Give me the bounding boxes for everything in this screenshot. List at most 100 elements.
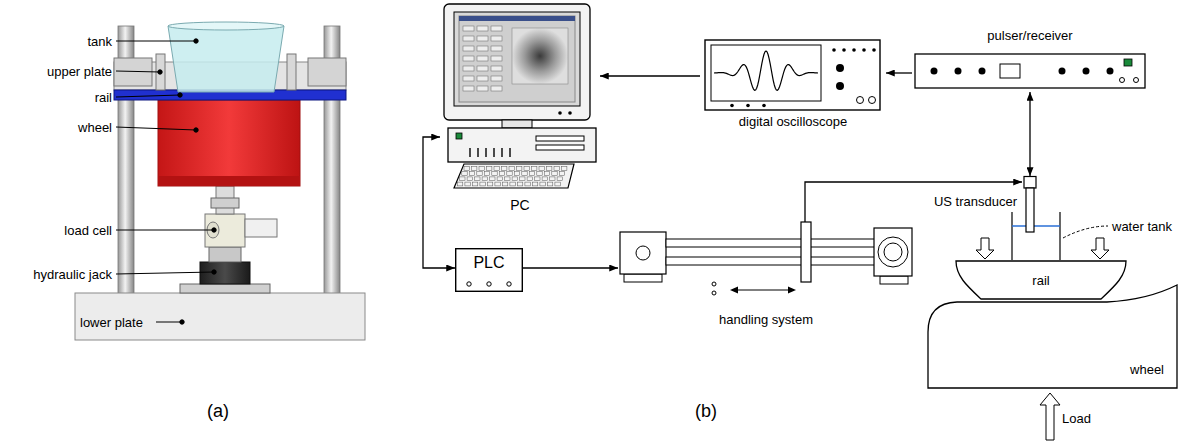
- leader-line: [116, 127, 196, 130]
- key: [540, 182, 545, 186]
- key: [502, 167, 507, 171]
- key: [495, 182, 500, 186]
- text-holder: PLC: [455, 253, 523, 272]
- case-vent: [493, 148, 494, 157]
- stepper-motor: [874, 228, 912, 276]
- display: [1000, 64, 1020, 78]
- panel-dot: [852, 48, 856, 52]
- monitor: [444, 4, 590, 120]
- connector: [1134, 78, 1139, 83]
- label-holder: (a): [207, 401, 229, 423]
- signal-connector: [886, 72, 912, 73]
- key: [512, 177, 517, 181]
- node-drawing: [956, 261, 1126, 299]
- leader-line: [116, 95, 180, 97]
- motor-face: [878, 237, 908, 267]
- monitor-stand: [502, 120, 532, 128]
- label-holder: rail: [95, 88, 112, 106]
- device-label: digital oscilloscope: [739, 114, 847, 129]
- panel-label: (a): [207, 401, 229, 421]
- waveform: [714, 51, 818, 90]
- case-vent: [485, 148, 486, 157]
- panel-dot: [746, 104, 750, 108]
- jack-ram: [209, 247, 241, 262]
- key: [482, 177, 487, 181]
- panel-dot: [730, 104, 734, 108]
- plc-indicator: [487, 282, 491, 286]
- label-holder: lower plate: [80, 313, 143, 331]
- key: [479, 167, 484, 171]
- leader-dot: [212, 228, 216, 232]
- label-holder: load cell: [64, 221, 112, 239]
- key: [550, 177, 555, 181]
- text-holder: handling system: [618, 310, 914, 328]
- label-holder: tank: [87, 32, 112, 50]
- load-label: Load: [1062, 411, 1091, 426]
- key: [527, 177, 532, 181]
- title-bar: [459, 16, 575, 21]
- ui-button: [477, 36, 488, 41]
- drive-slot: [536, 136, 584, 141]
- load-arrow: [1040, 393, 1060, 440]
- ui-button: [477, 56, 488, 61]
- knob: [931, 68, 938, 75]
- device-label: PLC: [473, 254, 504, 271]
- key: [472, 182, 477, 186]
- key: [492, 172, 497, 176]
- case-vent: [477, 148, 478, 157]
- key: [532, 167, 537, 171]
- guide-rail: [666, 257, 876, 265]
- leader-dot: [212, 270, 216, 274]
- water-level: [1012, 225, 1060, 227]
- ui-button: [491, 76, 502, 81]
- computer: PC: [440, 2, 600, 216]
- node-drawing: [705, 40, 880, 110]
- ui-button: [491, 46, 502, 51]
- node-drawing: [620, 222, 912, 295]
- plc-box: PLC: [455, 248, 523, 292]
- key: [555, 182, 560, 186]
- key: [480, 182, 485, 186]
- key: [465, 182, 470, 186]
- key: [547, 182, 552, 186]
- key: [517, 167, 522, 171]
- test-rig: [75, 22, 365, 340]
- case-vent: [509, 148, 510, 157]
- rail-profile: rail: [955, 260, 1127, 300]
- leader-line: [1063, 226, 1108, 238]
- scan-image: [512, 28, 568, 84]
- key: [557, 177, 562, 181]
- rail-outline: [956, 261, 1126, 299]
- leader-line: [116, 71, 160, 72]
- text-holder: digital oscilloscope: [700, 112, 886, 130]
- node-drawing: [444, 4, 596, 188]
- support-foot: [880, 276, 908, 284]
- key: [507, 172, 512, 176]
- key: [457, 182, 462, 186]
- handling-system: handling system: [618, 222, 914, 332]
- leader-dot: [194, 128, 198, 132]
- nut: [211, 198, 239, 208]
- key: [552, 172, 557, 176]
- tank: [168, 26, 284, 92]
- key: [487, 167, 492, 171]
- leader-dot: [178, 93, 182, 97]
- leader-line: [116, 41, 196, 42]
- leader-dot: [180, 320, 184, 324]
- label-holder: Load: [1062, 409, 1091, 427]
- ui-button: [477, 46, 488, 51]
- plc-indicator: [467, 282, 471, 286]
- key: [502, 182, 507, 186]
- knob: [836, 64, 844, 72]
- key: [535, 177, 540, 181]
- knob: [955, 68, 962, 75]
- monitor-button: [568, 111, 572, 115]
- node-drawing: [456, 249, 523, 292]
- ui-button: [463, 86, 474, 91]
- label-holder: upper plate: [47, 62, 112, 80]
- panel-dot: [842, 48, 846, 52]
- panel-dot: [862, 48, 866, 52]
- connector: [869, 97, 876, 104]
- knob: [979, 68, 986, 75]
